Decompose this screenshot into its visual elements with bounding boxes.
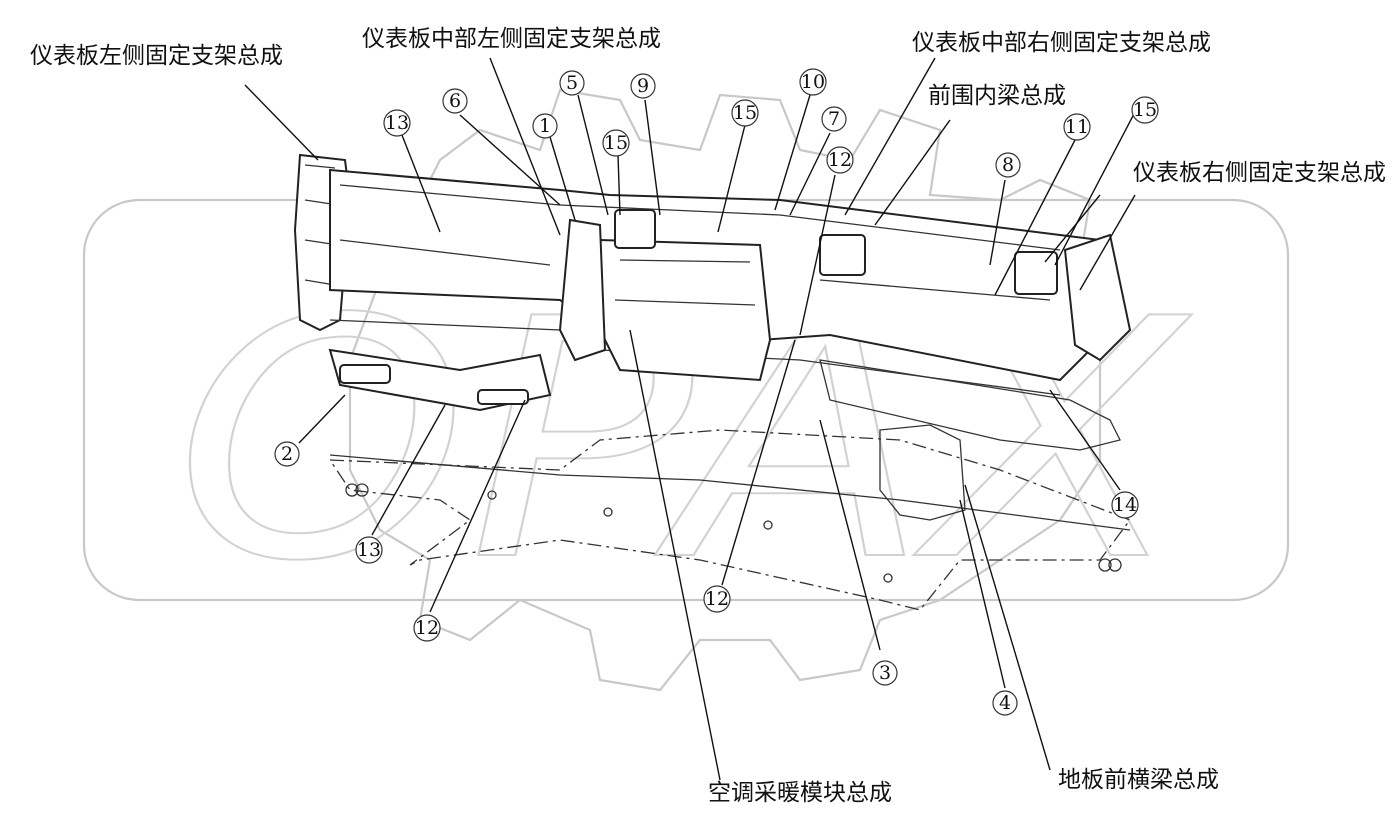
svg-text:12: 12 (828, 149, 852, 171)
svg-text:15: 15 (1133, 99, 1157, 121)
svg-text:15: 15 (733, 102, 757, 124)
label-front-inner-beam: 前围内梁总成 (928, 83, 1066, 109)
right-side-vent (1014, 251, 1058, 295)
callout-15-right: 15 (1131, 96, 1159, 124)
svg-text:13: 13 (385, 112, 409, 134)
label-hvac-module: 空调采暖模块总成 (708, 780, 892, 806)
leader-lines (244, 57, 1136, 781)
svg-text:1: 1 (539, 115, 551, 137)
svg-text:2: 2 (281, 443, 293, 465)
svg-text:6: 6 (449, 90, 461, 112)
label-mid-right-fixed-bracket: 仪表板中部右侧固定支架总成 (912, 30, 1211, 56)
svg-text:7: 7 (828, 108, 840, 130)
floor-crossbeam-edge (329, 454, 1131, 531)
callout-15-left: 15 (602, 129, 630, 157)
center-right-vent (819, 234, 866, 276)
callout-3: 3 (872, 660, 898, 686)
svg-text:4: 4 (999, 692, 1011, 714)
callout-4: 4 (992, 690, 1018, 716)
label-left-fixed-bracket: 仪表板左侧固定支架总成 (30, 43, 283, 69)
callout-14: 14 (1111, 491, 1139, 519)
svg-text:5: 5 (566, 72, 578, 94)
label-right-fixed-bracket: 仪表板右侧固定支架总成 (1133, 160, 1386, 186)
svg-text:9: 9 (637, 75, 649, 97)
mounting-bolts (345, 483, 1122, 583)
left-floor-vent-outlet (339, 364, 391, 384)
label-floor-front-crossbeam: 地板前横梁总成 (1058, 767, 1219, 793)
label-mid-left-fixed-bracket: 仪表板中部左侧固定支架总成 (362, 26, 661, 52)
svg-text:12: 12 (705, 588, 729, 610)
callout-12-bottom-center: 12 (703, 585, 731, 613)
part-callouts: 1 2 3 4 5 6 7 8 9 10 11 12 12 12 13 13 1… (274, 68, 1159, 716)
assembly-labels: 仪表板左侧固定支架总成 仪表板中部左侧固定支架总成 仪表板中部右侧固定支架总成 … (30, 26, 1386, 806)
callout-15-center: 15 (731, 99, 759, 127)
callout-12-top: 12 (826, 146, 854, 174)
center-left-vent (614, 209, 656, 249)
instrument-panel-assembly-drawing (293, 153, 1132, 611)
center-console-duct (558, 218, 607, 362)
svg-text:13: 13 (357, 539, 381, 561)
right-side-bracket (1063, 233, 1132, 362)
svg-text:15: 15 (604, 132, 628, 154)
callout-5: 5 (559, 70, 585, 96)
callout-9: 9 (630, 73, 656, 99)
callout-12-bottom-left: 12 (413, 614, 441, 642)
callout-13-top: 13 (383, 109, 411, 137)
watermark-gear-outline (348, 88, 1102, 692)
svg-text:3: 3 (879, 662, 891, 684)
center-floor-vent-outlet (477, 389, 529, 405)
svg-text:8: 8 (1002, 154, 1014, 176)
svg-text:11: 11 (1065, 116, 1089, 138)
front-inner-beam-lower (819, 359, 1121, 451)
callout-6: 6 (442, 88, 468, 114)
dash-duct-line-1 (339, 184, 1061, 251)
dash-duct-line-2 (339, 239, 1051, 301)
callout-11: 11 (1063, 113, 1091, 141)
callout-10: 10 (799, 68, 827, 96)
callout-7: 7 (821, 106, 847, 132)
callout-2: 2 (274, 441, 300, 467)
svg-text:12: 12 (415, 617, 439, 639)
svg-text:14: 14 (1113, 494, 1137, 516)
floor-crossbeam-right-loop (879, 424, 966, 521)
callout-13-bottom: 13 (355, 536, 383, 564)
svg-text:10: 10 (801, 71, 825, 93)
watermark: OPAX (82, 88, 1290, 692)
callout-1: 1 (532, 113, 558, 139)
callout-8: 8 (995, 152, 1021, 178)
